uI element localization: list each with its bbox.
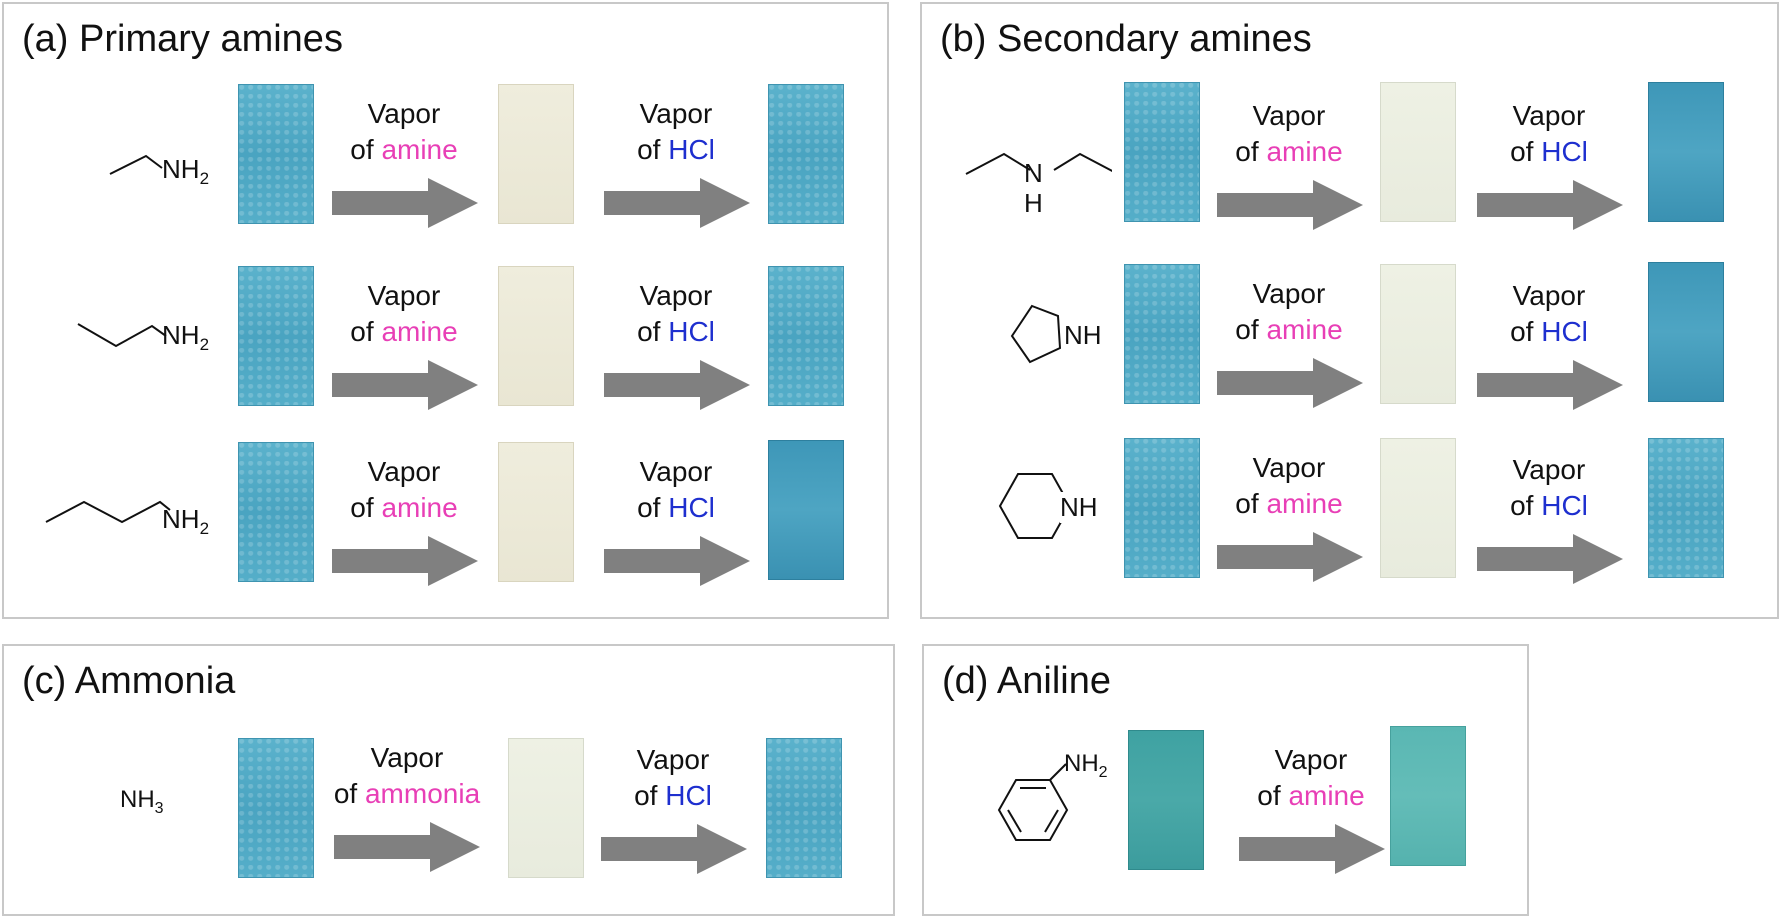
- arrow-right-icon: [1477, 360, 1623, 410]
- structure-pyrrolidine: [1010, 304, 1062, 364]
- strip-after-hcl: [768, 266, 844, 406]
- strip-after-amine: [1380, 264, 1456, 404]
- strip-after-amine: [498, 84, 574, 224]
- label-n: N: [1024, 158, 1043, 188]
- arrow-right-icon: [1217, 532, 1363, 582]
- strip-after-hcl: [768, 440, 844, 580]
- strip-initial-blue: [238, 442, 314, 582]
- arrow-right-icon: [332, 178, 478, 228]
- strip-after-hcl: [766, 738, 842, 878]
- step-vapor-amine: Vapor of amine: [329, 456, 479, 586]
- strip-after-ammonia: [508, 738, 584, 878]
- strip-initial-blue: [1124, 438, 1200, 578]
- panel-primary-amines: (a) Primary amines NH2 Vapor of amine Va…: [2, 2, 889, 619]
- structure-propylamine: [77, 323, 167, 348]
- arrow-right-icon: [1217, 358, 1363, 408]
- structure-piperidine: [998, 473, 1072, 539]
- panel-title-d: (d) Aniline: [942, 660, 1111, 702]
- strip-initial-blue: [238, 266, 314, 406]
- arrow-right-icon: [334, 822, 480, 872]
- arrow-right-icon: [1477, 534, 1623, 584]
- step-vapor-amine: Vapor of amine: [329, 98, 479, 228]
- step-vapor-amine: Vapor of amine: [1214, 452, 1364, 582]
- strip-after-hcl: [768, 84, 844, 224]
- arrow-right-icon: [332, 536, 478, 586]
- strip-after-amine: [1380, 438, 1456, 578]
- label-nh3: NH3: [120, 786, 164, 817]
- strip-after-amine: [1390, 726, 1466, 866]
- label-h: H: [1024, 188, 1043, 218]
- step-vapor-amine: Vapor of amine: [329, 280, 479, 410]
- step-vapor-hcl: Vapor of HCl: [601, 98, 751, 228]
- strip-initial-blue: [238, 738, 314, 878]
- structure-diethylamine: [965, 152, 1112, 175]
- label-nh2-propyl: NH2: [162, 320, 210, 355]
- structure-ethylamine: [109, 154, 163, 175]
- strip-after-hcl: [1648, 438, 1724, 578]
- structure-butylamine: [45, 500, 171, 524]
- arrow-right-icon: [604, 536, 750, 586]
- strip-after-amine: [498, 442, 574, 582]
- step-vapor-hcl: Vapor of HCl: [601, 456, 751, 586]
- panel-secondary-amines: (b) Secondary amines N H Vapor of amine …: [920, 2, 1779, 619]
- step-vapor-hcl: Vapor of HCl: [1474, 280, 1624, 410]
- strip-after-amine: [1380, 82, 1456, 222]
- arrow-right-icon: [332, 360, 478, 410]
- arrow-right-icon: [1217, 180, 1363, 230]
- label-nh2-butyl: NH2: [162, 504, 210, 539]
- panel-title-c: (c) Ammonia: [22, 660, 236, 702]
- step-vapor-hcl: Vapor of HCl: [601, 280, 751, 410]
- panel-title-b: (b) Secondary amines: [940, 18, 1312, 60]
- label-nh2-aniline: NH2: [1064, 750, 1108, 781]
- strip-after-amine: [498, 266, 574, 406]
- step-vapor-amine: Vapor of amine: [1214, 278, 1364, 408]
- arrow-right-icon: [604, 178, 750, 228]
- label-nh: NH: [1060, 492, 1098, 523]
- strip-initial-teal: [1128, 730, 1204, 870]
- step-vapor-hcl: Vapor of HCl: [598, 744, 748, 874]
- arrow-right-icon: [1477, 180, 1623, 230]
- arrow-right-icon: [604, 360, 750, 410]
- strip-initial-blue: [1124, 264, 1200, 404]
- step-vapor-ammonia: Vapor of ammonia: [322, 742, 492, 872]
- strip-after-hcl: [1648, 262, 1724, 402]
- label-nh: NH: [1064, 320, 1102, 351]
- label-nh2-ethyl: NH2: [162, 154, 210, 189]
- step-vapor-amine: Vapor of amine: [1236, 744, 1386, 874]
- panel-ammonia: (c) Ammonia NH3 Vapor of ammonia Vapor o…: [2, 644, 895, 916]
- arrow-right-icon: [1239, 824, 1385, 874]
- strip-after-hcl: [1648, 82, 1724, 222]
- strip-initial-blue: [1124, 82, 1200, 222]
- structure-aniline: [997, 763, 1069, 841]
- panel-aniline: (d) Aniline NH2 Vapor of amine: [922, 644, 1529, 916]
- panel-title-a: (a) Primary amines: [22, 18, 343, 60]
- step-vapor-amine: Vapor of amine: [1214, 100, 1364, 230]
- arrow-right-icon: [601, 824, 747, 874]
- step-vapor-hcl: Vapor of HCl: [1474, 454, 1624, 584]
- strip-initial-blue: [238, 84, 314, 224]
- step-vapor-hcl: Vapor of HCl: [1474, 100, 1624, 230]
